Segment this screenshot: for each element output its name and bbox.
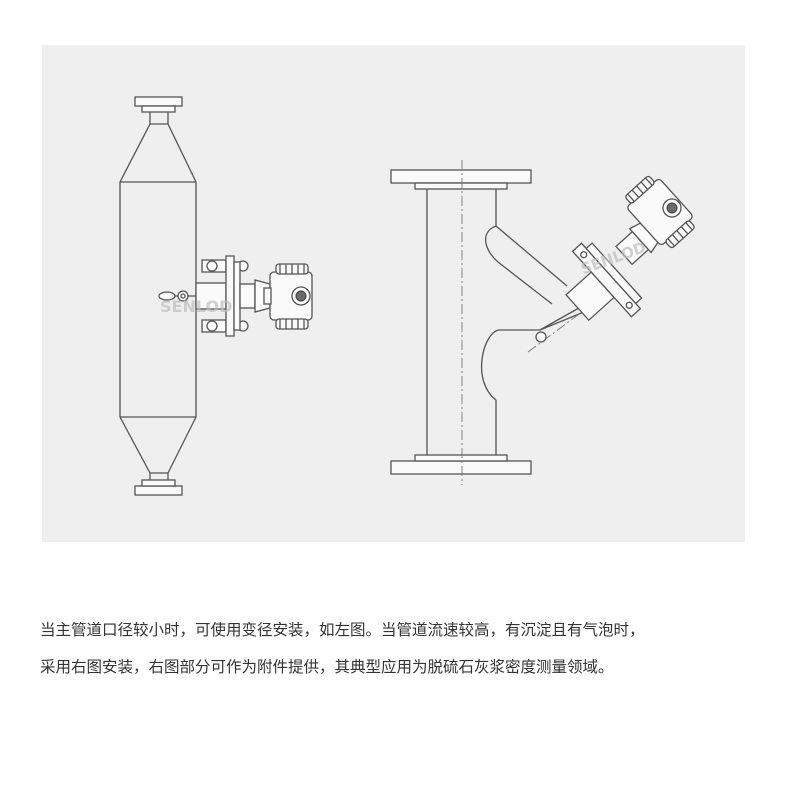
caption-line-2: 采用右图安装，右图部分可作为附件提供，其典型应用为脱硫石灰浆密度测量领域。 <box>40 658 614 676</box>
branch-pipe <box>495 225 568 287</box>
figure-panel: SENLOD <box>42 45 745 542</box>
y-top-flange <box>390 169 532 184</box>
reducer-installation-diagram: SENLOD <box>119 96 313 496</box>
y-bottom-flange <box>390 460 532 475</box>
installation-drawings: SENLOD <box>119 96 695 496</box>
caption-line-1: 当主管道口径较小时，可使用变径安装，如左图。当管道流速较高，有沉淀且有气泡时， <box>40 621 645 639</box>
transmitter-housing-left <box>263 263 313 330</box>
watermark-logo-left: SENLOD <box>160 297 232 316</box>
y-branch-flange <box>565 242 643 322</box>
y-branch-installation-diagram: SENLOD <box>390 160 695 485</box>
meter-flange <box>225 255 235 337</box>
bottom-flange <box>134 485 183 496</box>
top-flange <box>134 96 183 107</box>
transmitter-housing-right <box>625 175 695 249</box>
caption: 当主管道口径较小时，可使用变径安装，如左图。当管道流速较高，有沉淀且有气泡时， … <box>40 612 760 686</box>
